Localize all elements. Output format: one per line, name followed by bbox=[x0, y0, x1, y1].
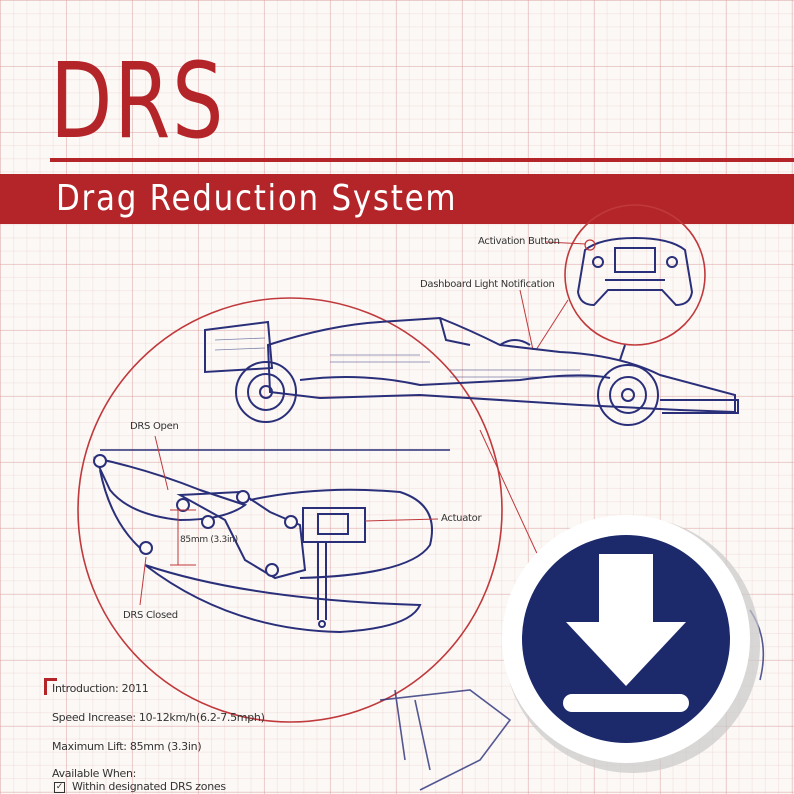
drs-pivot-points bbox=[93, 454, 298, 577]
callout-dashboard-light: Dashboard Light Notification bbox=[420, 279, 555, 290]
spec-introduction: Introduction: 2011 bbox=[52, 682, 149, 695]
car-hatching bbox=[214, 337, 600, 378]
spec-speed-increase: Speed Increase: 10-12km/h(6.2-7.5mph) bbox=[52, 711, 265, 724]
mechanism-connector-line bbox=[479, 429, 541, 561]
callout-drs-closed: DRS Closed bbox=[123, 610, 178, 621]
callout-activation-button: Activation Button bbox=[478, 236, 560, 247]
steering-connector-line bbox=[535, 299, 569, 351]
download-icon bbox=[563, 554, 689, 712]
mechanism-detail-circle bbox=[77, 297, 503, 723]
specs-corner-mark bbox=[44, 678, 57, 695]
subtitle-band: Drag Reduction System bbox=[0, 174, 794, 224]
f1-car-sketch bbox=[204, 316, 739, 426]
spec-condition: Within designated DRS zones bbox=[72, 780, 226, 793]
activation-button-marker bbox=[584, 239, 596, 251]
page-title: DRS bbox=[50, 40, 226, 162]
drs-mechanism-sketch bbox=[93, 449, 450, 634]
checkbox-checked-icon: ✓ bbox=[54, 782, 65, 793]
download-button[interactable] bbox=[501, 514, 763, 776]
title-underline bbox=[50, 158, 794, 162]
page-subtitle: Drag Reduction System bbox=[56, 178, 458, 219]
steering-detail-circle bbox=[564, 204, 706, 346]
spec-available-when: Available When: bbox=[52, 767, 137, 780]
callout-dimension: 85mm (3.3in) bbox=[180, 535, 238, 545]
spec-maximum-lift: Maximum Lift: 85mm (3.3in) bbox=[52, 740, 202, 753]
callout-actuator: Actuator bbox=[441, 513, 482, 524]
steering-wheel-sketch bbox=[576, 236, 694, 307]
callout-drs-open: DRS Open bbox=[130, 421, 179, 432]
